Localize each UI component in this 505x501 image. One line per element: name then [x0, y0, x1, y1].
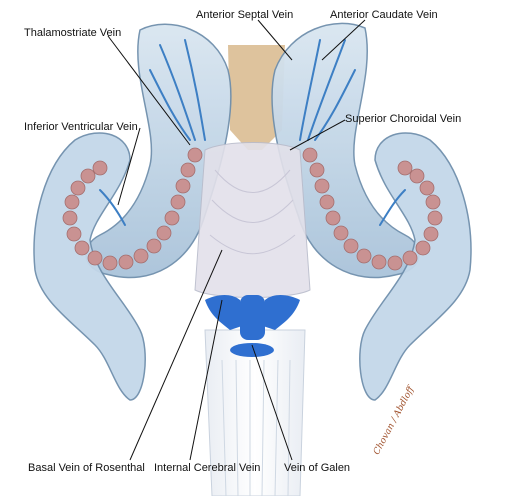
right-lateral-ventricle — [271, 22, 420, 279]
left-temporal-horn — [33, 132, 146, 401]
label-leader-lines — [107, 19, 366, 461]
label-superior-choroidal-vein: Superior Choroidal Vein — [345, 113, 462, 125]
label-vein-of-galen: Vein of Galen — [284, 462, 351, 474]
label-inferior-ventricular-vein: Inferior Ventricular Vein — [24, 121, 138, 133]
label-basal-vein-of-rosenthal: Basal Vein of Rosenthal — [28, 462, 145, 474]
label-internal-cerebral-vein: Internal Cerebral Vein — [154, 462, 261, 474]
label-anterior-caudate-vein: Anterior Caudate Vein — [330, 9, 438, 21]
ventricular-veins — [99, 39, 406, 226]
fornix — [194, 142, 311, 298]
septum-pellucidum — [228, 45, 285, 150]
label-thalamostriate-vein: Thalamostriate Vein — [24, 27, 122, 39]
right-choroid-plexus — [302, 147, 443, 271]
deep-venous-system — [205, 295, 300, 357]
left-choroid-plexus — [62, 147, 203, 271]
right-temporal-horn — [359, 132, 472, 401]
label-anterior-septal-vein: Anterior Septal Vein — [196, 9, 294, 21]
fornix-fibers — [209, 169, 296, 255]
brainstem-striations — [221, 359, 291, 497]
